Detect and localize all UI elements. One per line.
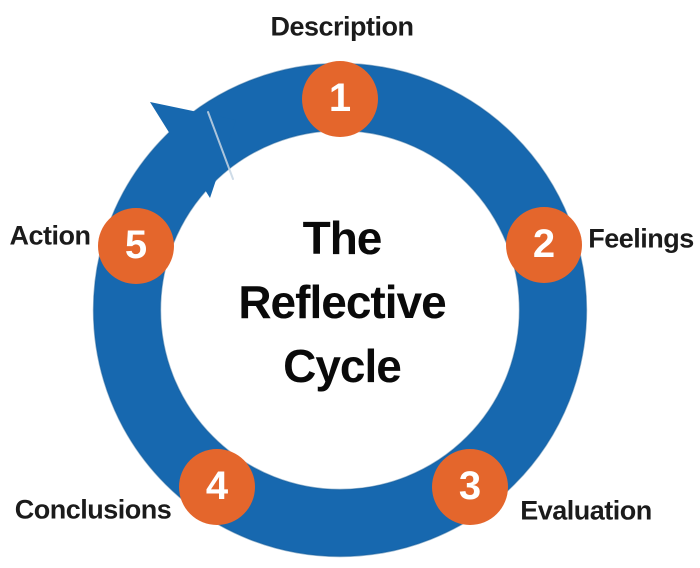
step-circle-3: 3 <box>432 449 508 525</box>
title-line-2: Reflective <box>238 276 446 328</box>
step-circle-2: 2 <box>506 207 582 283</box>
step-label-action: Action <box>9 220 92 251</box>
diagram-title: The Reflective Cycle <box>238 206 446 398</box>
step-number-4: 4 <box>205 463 229 508</box>
step-number-3: 3 <box>458 463 482 508</box>
step-label-description: Description <box>270 11 414 42</box>
step-number-1: 1 <box>328 75 352 120</box>
step-number-2: 2 <box>532 221 556 266</box>
step-label-conclusions: Conclusions <box>14 494 172 525</box>
clockwise-arrowhead-icon <box>150 102 236 198</box>
title-line-3: Cycle <box>283 340 402 392</box>
step-label-evaluation: Evaluation <box>520 495 652 526</box>
title-line-1: The <box>302 212 383 264</box>
step-circle-1: 1 <box>302 61 378 137</box>
step-label-feelings: Feelings <box>588 223 694 254</box>
step-number-5: 5 <box>124 222 148 267</box>
arrowhead-crease <box>207 111 234 180</box>
step-circle-5: 5 <box>98 208 174 284</box>
step-circle-4: 4 <box>179 449 255 525</box>
